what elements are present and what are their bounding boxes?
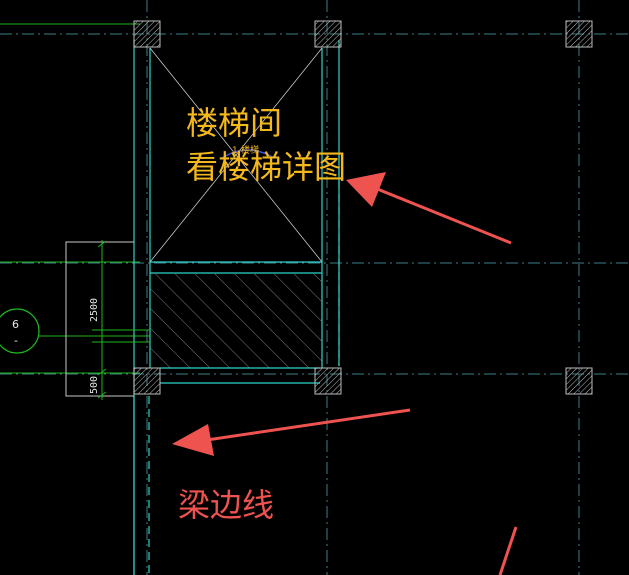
- column-bottom-left: [133, 367, 161, 395]
- column-bottom-right: [565, 367, 593, 395]
- dimension-block: [65, 240, 150, 400]
- axis-tag[interactable]: 6 -: [0, 308, 40, 354]
- dimension-text-lower: 500: [89, 376, 100, 394]
- green-lines: [0, 23, 150, 374]
- column-top-left: [133, 20, 161, 48]
- arrow-to-beam-edge-shaft: [199, 408, 411, 443]
- stairwell-label: 楼梯间: [186, 104, 283, 142]
- beam-edge-line-label: 梁边线: [178, 486, 275, 524]
- dimension-tick-top: [97, 240, 107, 248]
- see-stair-detail-label: 看楼梯详图: [186, 148, 347, 186]
- column-top-right: [565, 20, 593, 48]
- arrow-to-stair-note-head: [346, 172, 386, 207]
- diagonal-2: [149, 47, 323, 263]
- arrow-partial-bottom: [498, 526, 518, 575]
- dimension-tick-bottom: [97, 391, 107, 399]
- markup-arrows: [172, 172, 518, 575]
- beam-edge-lines: [148, 155, 340, 575]
- arrow-to-beam-edge-head: [172, 424, 214, 456]
- stair-tag-text: 1-楼梯: [232, 144, 259, 156]
- stair-tag-arc: [221, 149, 275, 159]
- stairwell-void-cross: [149, 47, 323, 263]
- axis-tag-number: 6: [12, 318, 19, 331]
- dimension-tick-mid: [97, 368, 107, 376]
- column-bottom-mid: [314, 367, 342, 395]
- arrow-to-stair-note-shaft: [369, 184, 512, 245]
- axis-tag-circle: [0, 308, 40, 354]
- column-top-mid: [314, 20, 342, 48]
- axis-tag-subline: -: [14, 334, 18, 347]
- columns: [133, 20, 593, 395]
- landing-hatch: [150, 274, 322, 368]
- dimension-text-upper: 2500: [89, 298, 100, 322]
